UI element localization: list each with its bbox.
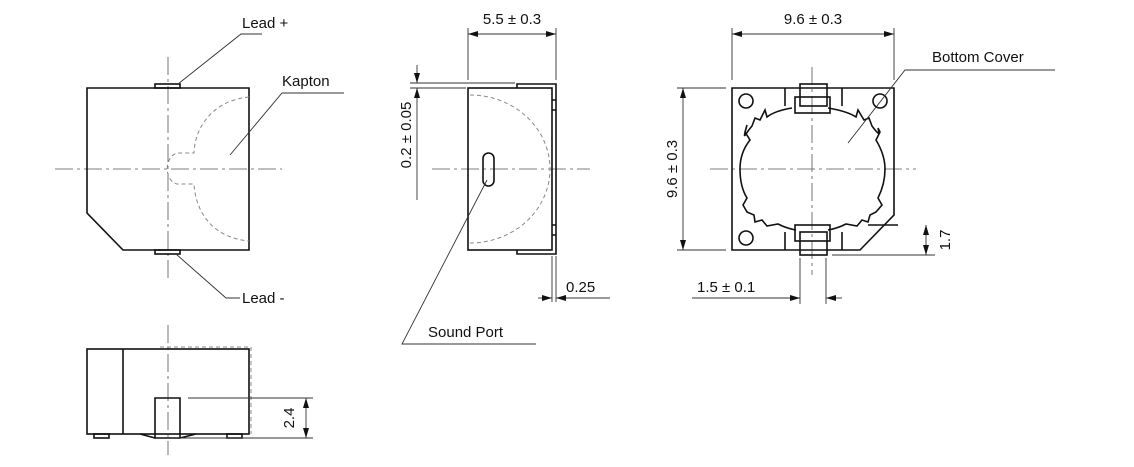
pad-bottom-frame (794, 224, 831, 242)
front-body (86, 348, 250, 435)
side-view: 5.5 ± 0.3 0.2 ± 0.05 0.25 Sound Port (398, 11, 610, 345)
lead-plus-tab (154, 83, 181, 89)
pad-bottom (799, 231, 828, 256)
lead-plus-label: Lead + (242, 15, 289, 32)
pad-top (799, 83, 828, 107)
kapton-label: Kapton (282, 73, 330, 90)
lead-offset-dimension: 0.25 (566, 279, 595, 296)
bottom-body (731, 87, 895, 251)
lead-minus-tab (154, 249, 181, 255)
front-view: 2.4 (86, 325, 313, 455)
top-view: Lead + Kapton Lead - (55, 15, 344, 307)
bottom-view: 9.6 ± 0.3 9.6 ± 0.3 1.7 1.5 ± 0.1 Bottom… (664, 11, 1055, 304)
body-outline (86, 87, 250, 251)
sound-port-slot (482, 152, 495, 187)
bottom-width-dimension: 9.6 ± 0.3 (784, 11, 842, 28)
kapton-outline (166, 96, 250, 242)
bottom-cover-label: Bottom Cover (932, 49, 1024, 66)
pad-width-dimension: 1.5 ± 0.1 (697, 279, 755, 296)
pad-length-dimension: 1.7 (937, 230, 954, 251)
lead-thickness-dimension: 0.2 ± 0.05 (398, 102, 415, 169)
side-body (467, 87, 553, 251)
lead-minus-label: Lead - (242, 290, 285, 307)
height-dimension: 2.4 (281, 408, 298, 429)
side-width-dimension: 5.5 ± 0.3 (483, 11, 541, 28)
pad-top-frame (794, 96, 831, 114)
sound-port-label: Sound Port (428, 324, 504, 341)
bottom-height-dimension: 9.6 ± 0.3 (664, 140, 681, 198)
bottom-cover-outline (739, 107, 886, 231)
